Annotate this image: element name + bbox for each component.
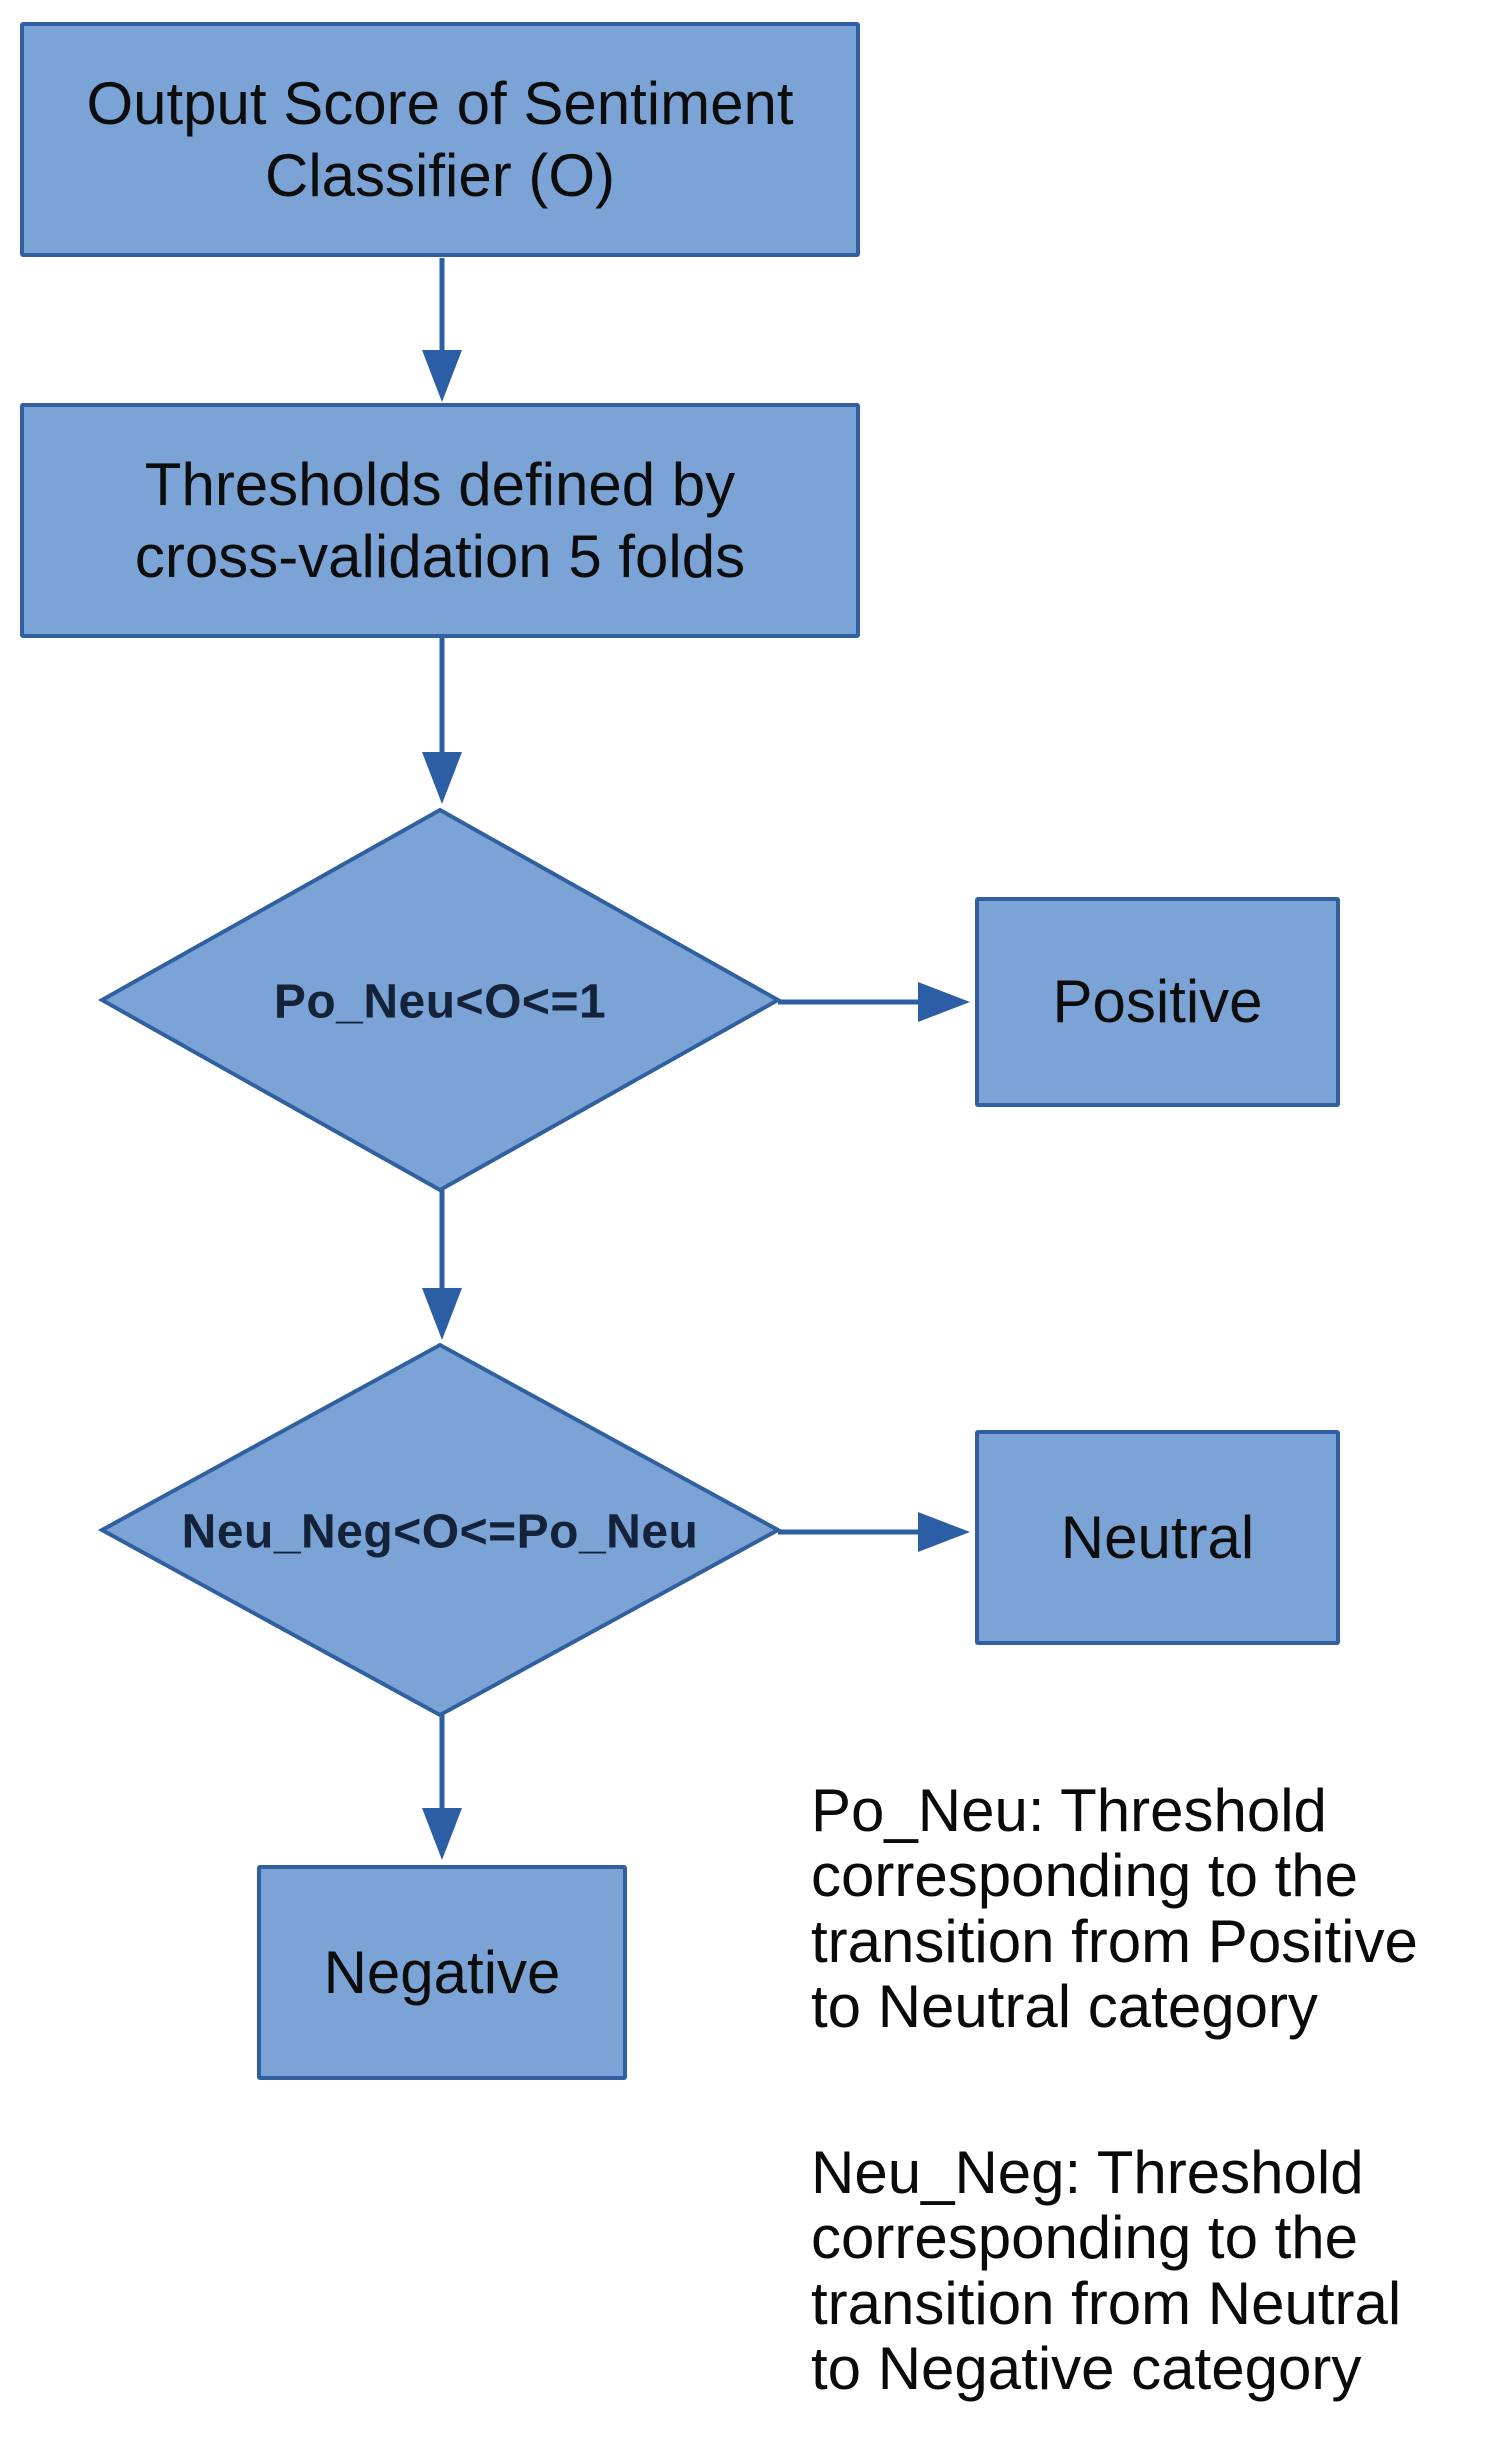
note-po-neu-definition: Po_Neu: Threshold corresponding to the t…: [811, 1777, 1418, 2041]
node-positive-label: Positive: [1052, 968, 1263, 1035]
decision-neu-neg-diamond: [97, 1342, 783, 1718]
node-neutral: Neutral: [975, 1430, 1340, 1645]
node-negative: Negative: [257, 1865, 627, 2080]
node-positive: Positive: [975, 897, 1340, 1107]
node-thresholds-label: Thresholds defined by cross-validation 5…: [134, 450, 746, 590]
node-neutral-label: Neutral: [1060, 1503, 1255, 1571]
note-neu-neg-definition: Neu_Neg: Threshold corresponding to the …: [811, 2139, 1402, 2403]
node-thresholds: Thresholds defined by cross-validation 5…: [20, 403, 860, 638]
node-output-score: Output Score of Sentiment Classifier (O): [20, 22, 860, 257]
decision-po-neu-label: Po_Neu<O<=1: [273, 975, 607, 1029]
decision-po-neu-diamond: [97, 807, 783, 1193]
node-output-score-label: Output Score of Sentiment Classifier (O): [86, 69, 794, 209]
node-negative-label: Negative: [323, 1938, 561, 2006]
decision-neu-neg-label: Neu_Neg<O<=Po_Neu: [181, 1505, 699, 1559]
